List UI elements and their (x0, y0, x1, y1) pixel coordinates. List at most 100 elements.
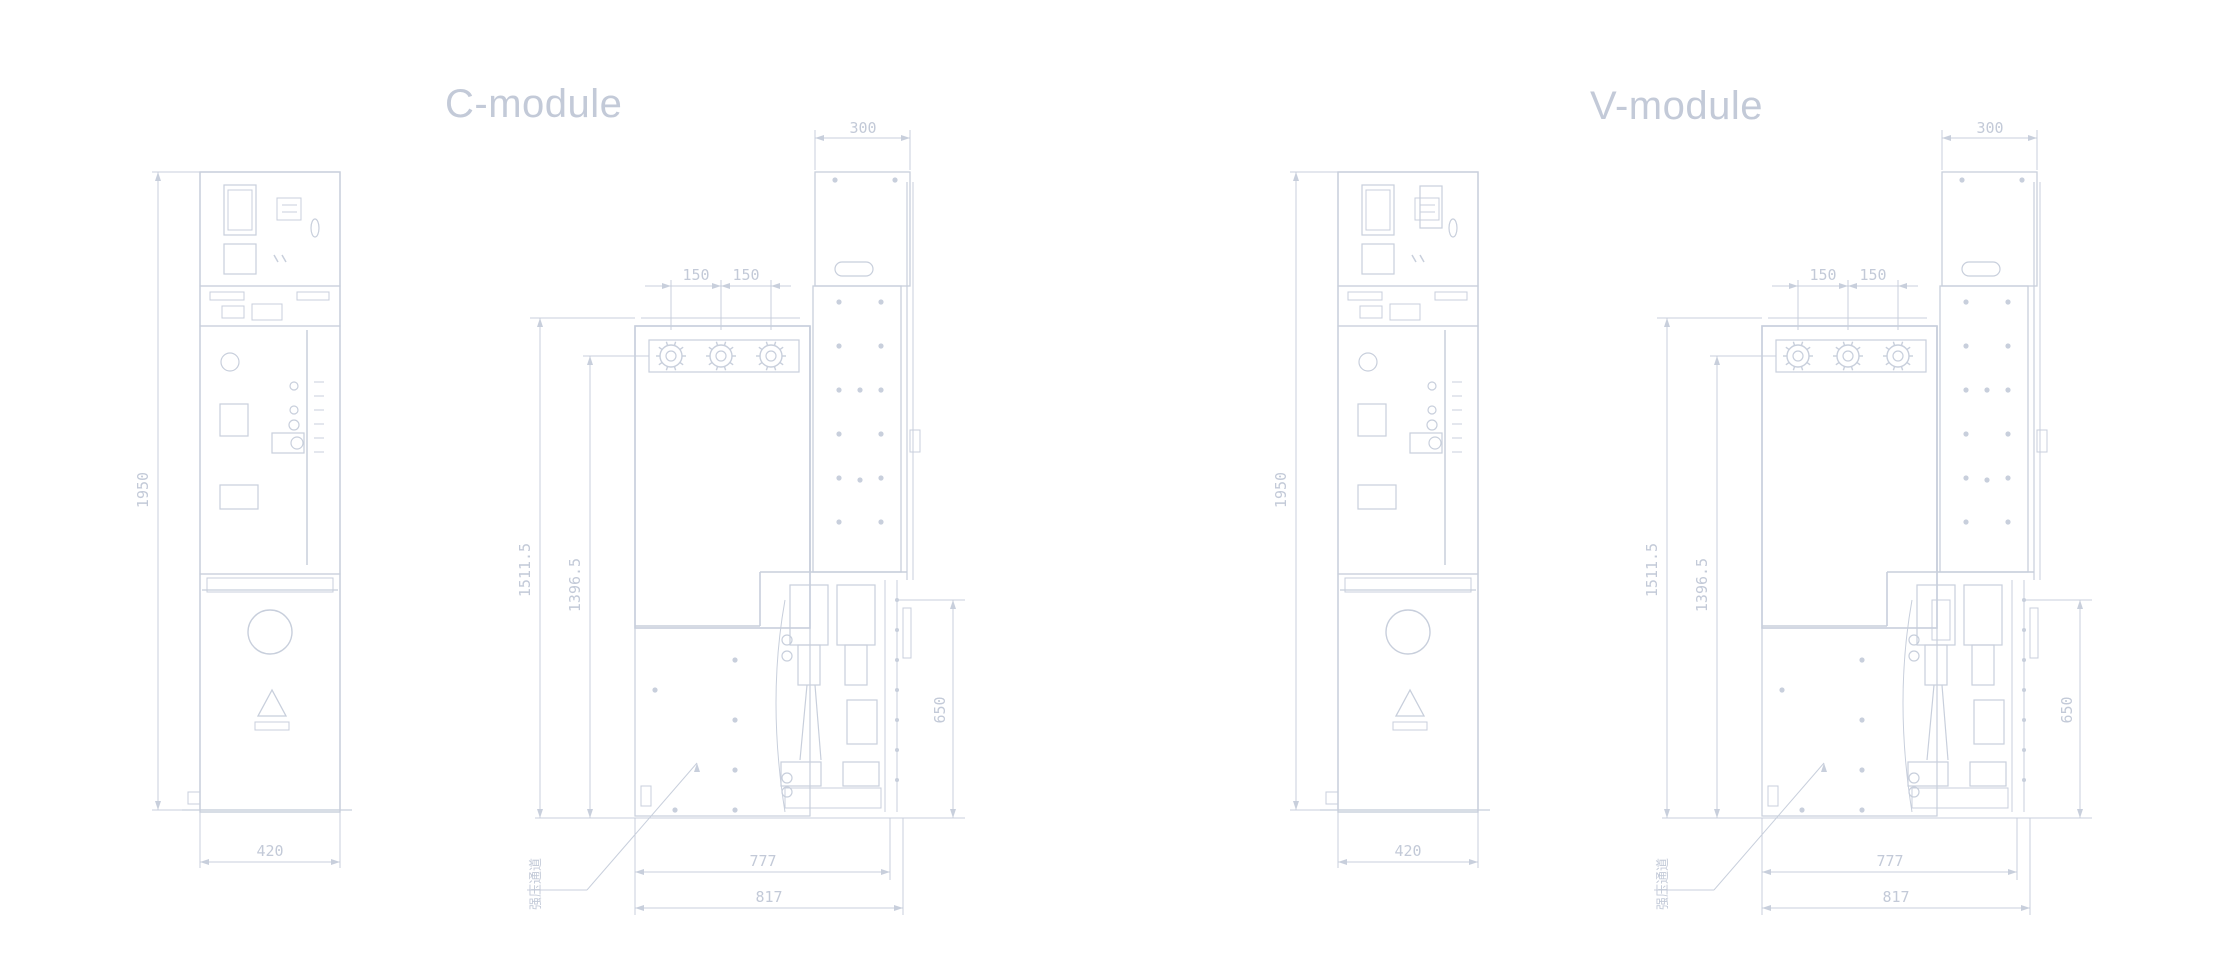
bolt-hole (672, 807, 678, 813)
drawing-line (1906, 346, 1911, 351)
mimic-diagram (1389, 303, 1421, 321)
drawing-line (715, 341, 719, 346)
bolt-hole (1984, 387, 1990, 393)
clamp-b (842, 761, 880, 787)
width-1-label: 777 (749, 852, 776, 870)
bushing-core (1892, 350, 1904, 362)
indicator-lamp (220, 352, 240, 372)
dimension-arrow (1469, 859, 1478, 865)
earthing-bar (206, 577, 334, 593)
warning-sign (256, 688, 288, 717)
dimension-arrow (950, 809, 956, 818)
drawing-line (1892, 366, 1896, 371)
model-plate (1434, 291, 1468, 301)
housing-outline (634, 325, 811, 817)
cable-head-b (1963, 584, 2003, 646)
bolt-hole (892, 177, 898, 183)
dimension-arrow (1942, 135, 1951, 141)
top-width-label: 300 (849, 119, 876, 137)
lv-box (1941, 171, 2038, 287)
earthing-bar (1344, 577, 1472, 593)
bolt-hole (1779, 687, 1785, 693)
dimension-arrow (587, 809, 593, 818)
pitch-label-a: 150 (682, 266, 709, 284)
ct-block (1973, 699, 2005, 745)
drawing-circle (1427, 381, 1437, 391)
drawing-line (1792, 341, 1796, 346)
bolt-hole (836, 387, 842, 393)
label-window (219, 484, 259, 510)
bushing-core (1842, 350, 1854, 362)
bolt-hole (652, 687, 658, 693)
clamp-a (1907, 761, 1949, 787)
dimension-arrow (155, 801, 161, 810)
bolt-hole (2005, 519, 2011, 525)
height-2-label: 1396.5 (566, 558, 584, 612)
drawing-line (1785, 361, 1790, 366)
gas-tank-upper (634, 325, 811, 629)
dimension-arrow (587, 356, 593, 365)
dimension-arrow (155, 172, 161, 181)
drawing-line (1926, 684, 1935, 761)
drawing-line (1800, 341, 1804, 346)
dimension-arrow (721, 283, 730, 289)
cable-head-a (789, 584, 829, 646)
drawing-line (1792, 366, 1796, 371)
pitch-label-b: 150 (732, 266, 759, 284)
bushing-gear (709, 344, 733, 368)
dimension-arrow (2028, 135, 2037, 141)
nameplate (1347, 291, 1383, 301)
drawing-line (1885, 361, 1890, 366)
drawing-line (586, 762, 698, 891)
bolt-hole (836, 475, 842, 481)
drawing-line (758, 346, 763, 351)
drawing-line (273, 254, 279, 263)
height-label: 1950 (1272, 472, 1290, 508)
bolt-hole (1984, 477, 1990, 483)
drawing-line (1941, 684, 1949, 761)
bolt-hole (1963, 299, 1969, 305)
drawing-line (658, 346, 663, 351)
front-view: 1950 420 (1272, 171, 1490, 868)
drawing-line (1900, 341, 1904, 346)
lv-slot (834, 261, 874, 277)
meter-face (227, 189, 253, 231)
c-module-title: C-module (445, 82, 623, 126)
floor-plate (1767, 785, 1779, 807)
bushing-core (715, 350, 727, 362)
height-2-label: 1396.5 (1693, 558, 1711, 612)
drawing-line (1806, 346, 1811, 351)
drawing-line (1892, 341, 1896, 346)
bolt-hole (1959, 177, 1965, 183)
relay-box (223, 243, 257, 275)
bolt-hole (2005, 299, 2011, 305)
dimension-arrow (901, 135, 910, 141)
height-1-label: 1511.5 (516, 543, 534, 597)
meter-window (1361, 184, 1395, 236)
housing-outline (1761, 325, 1938, 817)
drawing-circle (781, 634, 793, 646)
bolt-hole (1859, 717, 1865, 723)
drawing-line (729, 346, 734, 351)
bolt-hole (1859, 807, 1865, 813)
drawing-line (1856, 361, 1861, 366)
height-3-label: 650 (931, 696, 949, 723)
drawing-circle (781, 772, 793, 784)
mechanism-column (812, 285, 902, 573)
display-window (1419, 185, 1443, 229)
bolt-hole (732, 807, 738, 813)
drawing-line (1419, 254, 1425, 263)
drawing-line (1835, 361, 1840, 366)
dimension-arrow (635, 869, 644, 875)
width-label: 420 (1394, 842, 1421, 860)
bolt-hole (836, 299, 842, 305)
warning-sign (1394, 688, 1426, 717)
drawing-line (758, 361, 763, 366)
bolt-hole (1963, 431, 1969, 437)
bolt-hole (878, 343, 884, 349)
floor-plate (640, 785, 652, 807)
bushing-core (665, 350, 677, 362)
dimension-arrow (894, 905, 903, 911)
